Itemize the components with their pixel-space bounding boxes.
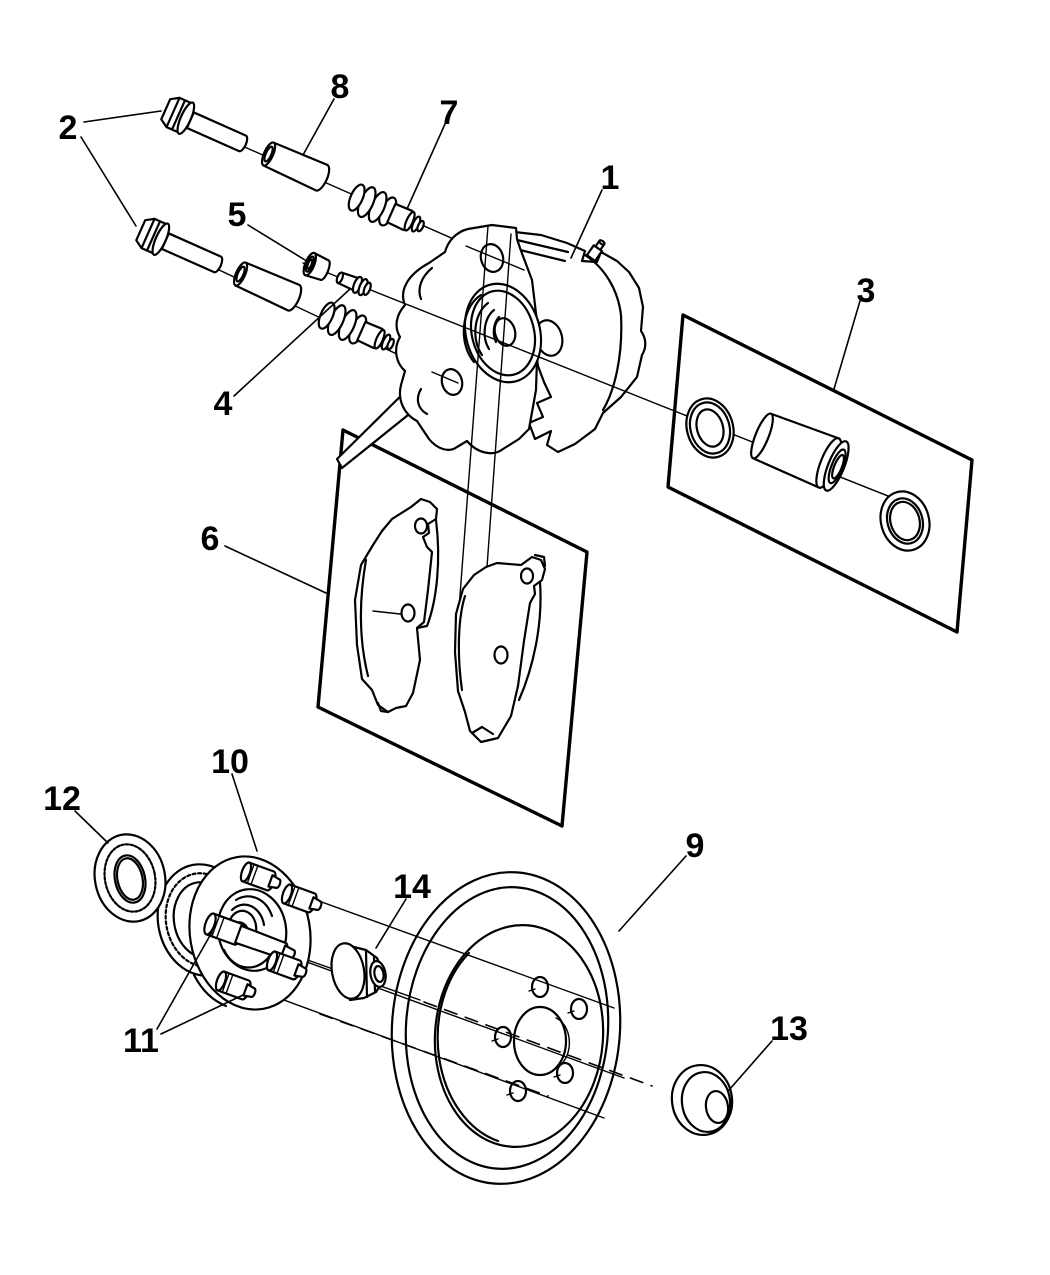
callout-5: 5 — [228, 196, 247, 234]
rotor-stud-holes — [491, 975, 589, 1103]
callout-8: 8 — [331, 68, 350, 106]
inner-brake-pad — [353, 497, 440, 714]
axle-center-line-dashed — [423, 1001, 653, 1087]
piston-dust-boot — [879, 490, 931, 552]
callout-10: 10 — [211, 743, 249, 781]
caliper-piston-bore — [462, 282, 543, 384]
hub-and-bearing — [156, 855, 326, 1011]
hub-nut — [330, 942, 387, 1002]
nut-flange — [330, 942, 366, 1000]
callout-4: 4 — [214, 385, 233, 423]
guide-pin-bushing — [302, 251, 331, 281]
caliper-piston — [750, 412, 850, 492]
guide-pin-boot-upper — [343, 179, 431, 243]
callout-11: 11 — [123, 1022, 159, 1060]
brake-rotor — [390, 871, 622, 1185]
callout-13: 13 — [770, 1010, 808, 1048]
callout-1: 1 — [601, 159, 620, 197]
callout-2: 2 — [59, 109, 78, 147]
leader-lines — [74, 98, 861, 1091]
rotor-rim — [404, 886, 610, 1170]
dust-cap — [670, 1063, 734, 1137]
guide-pin-bolt-upper — [157, 92, 254, 162]
wheel-studs — [203, 860, 326, 1004]
callout-9: 9 — [686, 827, 705, 865]
bleeder-screw — [585, 239, 606, 262]
rotor-pilot-arc — [555, 1017, 571, 1067]
callout-6: 6 — [201, 520, 220, 558]
guide-pin-sleeve-upper — [257, 138, 334, 194]
callout-numbers: 1 2 3 4 5 6 7 8 9 10 11 12 13 14 — [43, 68, 875, 1060]
caliper-lower-ear-hole — [440, 368, 464, 396]
callout-12: 12 — [43, 780, 81, 818]
guide-pin-boot-lower — [313, 297, 401, 361]
outer-brake-pad — [453, 553, 547, 744]
rotor-hat-edge — [436, 951, 500, 1143]
caliper-bracket-inner-edge — [583, 253, 623, 412]
piston-seal — [685, 397, 735, 459]
guide-pin-bolt-lower — [132, 213, 229, 283]
callout-14: 14 — [393, 868, 431, 906]
nut-bore — [373, 964, 385, 984]
rotor-center-hole — [512, 1005, 568, 1077]
rotor-face — [433, 924, 605, 1148]
callout-3: 3 — [857, 272, 876, 310]
brake-caliper — [335, 223, 647, 470]
bearing-tone-ring — [93, 833, 167, 923]
guide-pin-sleeve-lower — [229, 258, 306, 314]
guide-pin — [335, 271, 372, 297]
pad-alignment-line — [455, 225, 489, 649]
callout-7: 7 — [440, 94, 459, 132]
lower-center-line-dashed — [319, 1013, 549, 1097]
